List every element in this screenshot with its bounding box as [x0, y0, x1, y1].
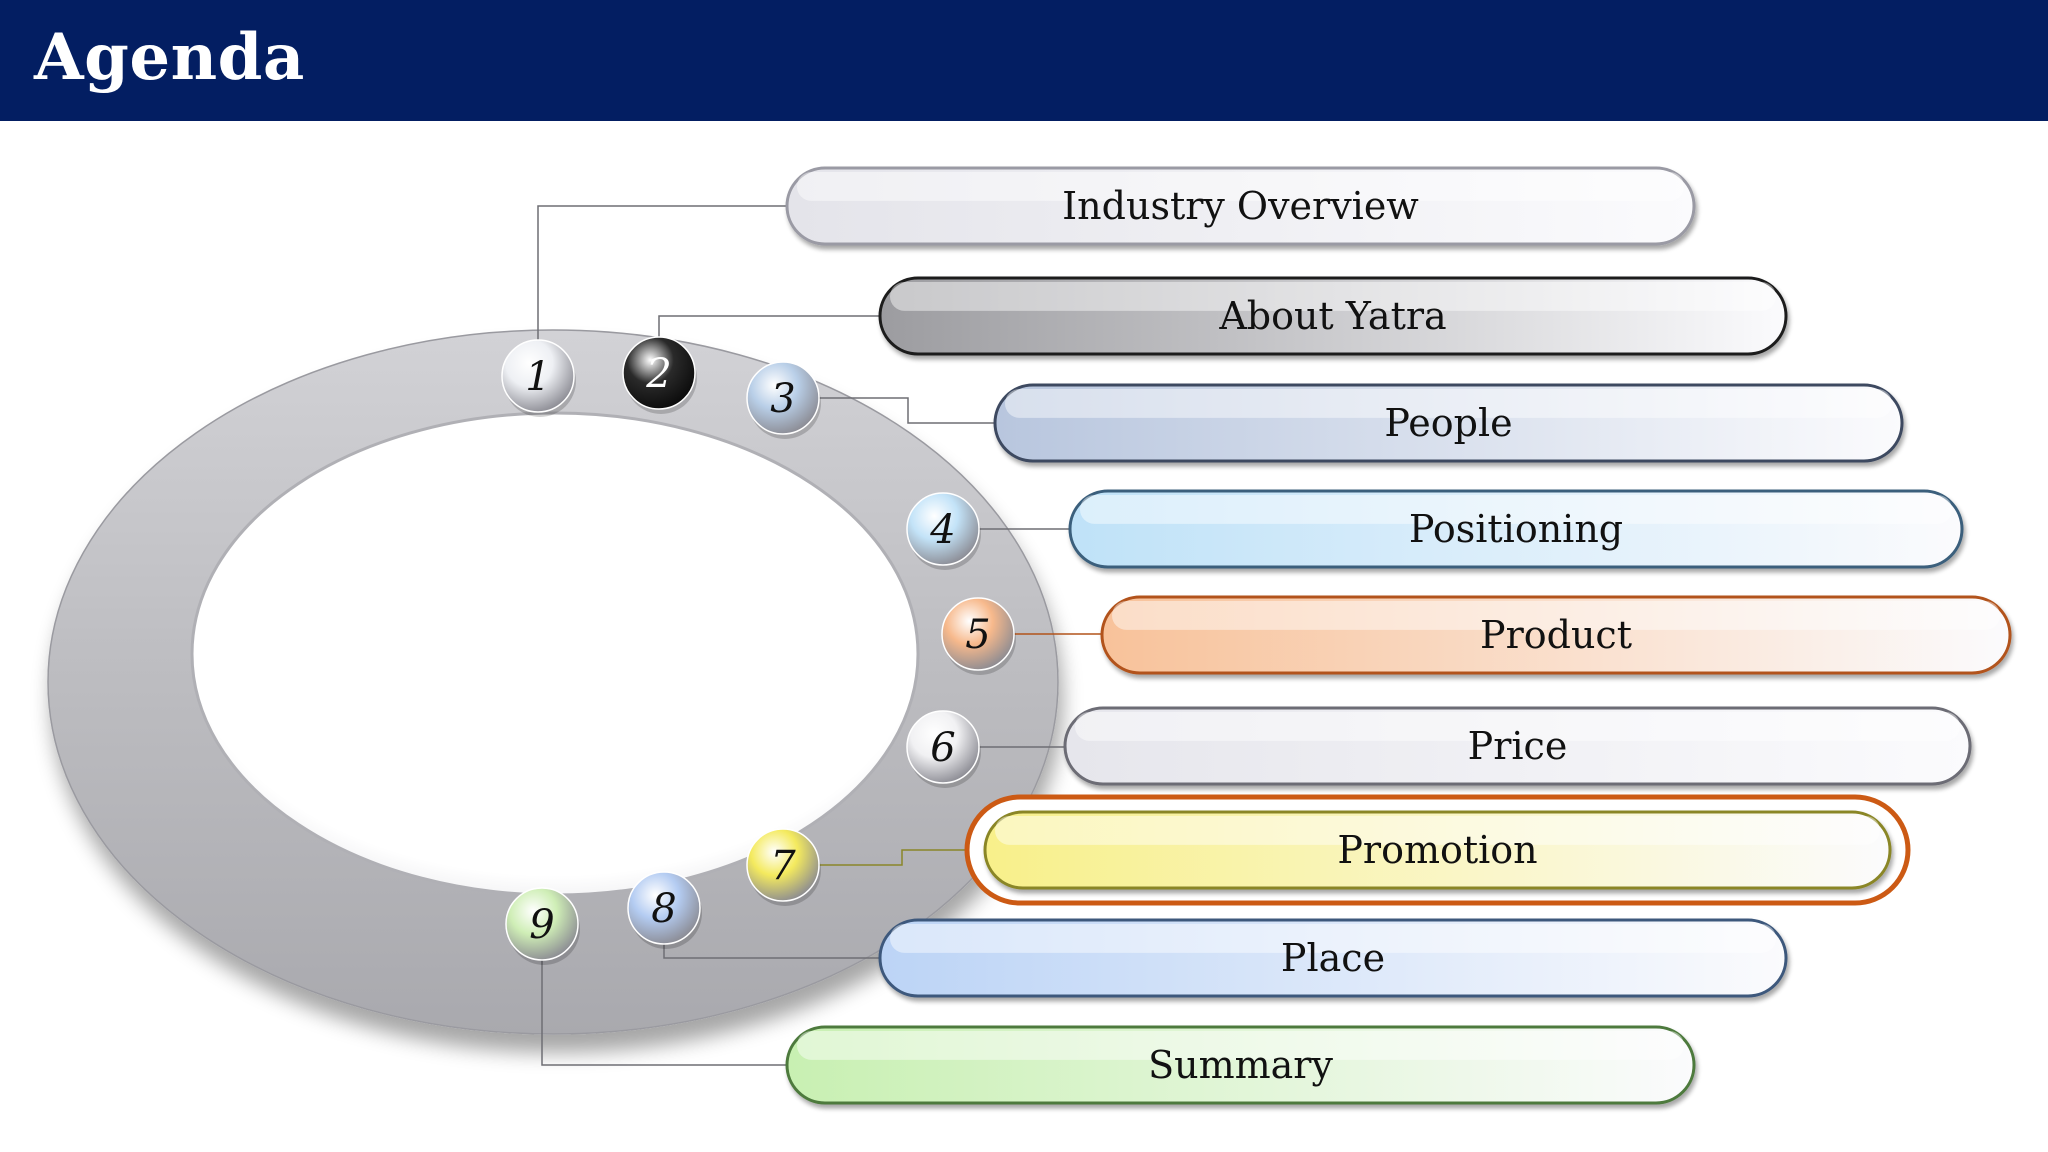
number-ball-4[interactable]: 4 — [906, 492, 981, 570]
agenda-item-label: Place — [1281, 936, 1385, 980]
number-ball-9[interactable]: 9 — [505, 887, 580, 965]
number-balls: 1 2 3 4 5 6 7 8 9 — [501, 336, 1016, 965]
agenda-pill — [993, 383, 1904, 463]
agenda-item-1[interactable]: Industry Overview — [785, 166, 1696, 246]
agenda-item-label: Promotion — [1337, 828, 1537, 872]
pill-gloss — [1112, 601, 2000, 630]
agenda-item-7[interactable]: Promotion — [964, 794, 1911, 906]
agenda-item-label: Positioning — [1409, 507, 1623, 551]
slide-header: Agenda — [0, 0, 2048, 121]
connector-line-9 — [541, 948, 787, 1066]
ball-number: 1 — [525, 354, 550, 400]
agenda-item-label: People — [1384, 401, 1512, 445]
agenda-pill — [1100, 595, 2012, 675]
ball-number: 6 — [930, 725, 955, 771]
agenda-item-9[interactable]: Summary — [785, 1025, 1696, 1105]
connector-line-3 — [807, 397, 995, 424]
agenda-item-label: Summary — [1148, 1043, 1333, 1087]
agenda-item-label: About Yatra — [1218, 294, 1446, 338]
ball-number: 5 — [965, 612, 990, 658]
agenda-pill — [878, 276, 1788, 356]
pill-gloss — [890, 282, 1776, 311]
number-ball-8[interactable]: 8 — [627, 871, 702, 949]
ball-sphere — [622, 336, 696, 410]
pill-gloss — [1005, 389, 1892, 418]
ball-sphere — [501, 339, 575, 413]
agenda-item-3[interactable]: People — [993, 383, 1904, 463]
number-ball-1[interactable]: 1 — [501, 339, 576, 417]
ball-number: 8 — [651, 886, 676, 932]
pill-gloss — [797, 172, 1684, 201]
agenda-item-5[interactable]: Product — [1100, 595, 2012, 675]
agenda-item-6[interactable]: Price — [1063, 706, 1972, 786]
agenda-item-label: Price — [1468, 724, 1568, 768]
agenda-pill — [983, 810, 1892, 890]
ball-sphere — [906, 710, 980, 784]
connector-line-7 — [807, 849, 985, 866]
ball-number: 9 — [529, 902, 554, 948]
number-ball-2[interactable]: 2 — [622, 336, 697, 414]
ball-sphere — [627, 871, 701, 945]
ball-sphere — [746, 361, 820, 435]
number-ball-7[interactable]: 7 — [746, 828, 821, 906]
agenda-pill — [785, 166, 1696, 246]
ball-number: 3 — [770, 376, 795, 422]
agenda-item-label: Industry Overview — [1062, 184, 1419, 228]
agenda-pill — [878, 918, 1788, 998]
agenda-item-2[interactable]: About Yatra — [878, 276, 1788, 356]
pill-gloss — [797, 1031, 1684, 1060]
number-ball-3[interactable]: 3 — [746, 361, 821, 439]
ball-sphere — [906, 492, 980, 566]
number-ball-5[interactable]: 5 — [941, 597, 1016, 675]
agenda-pill — [1068, 489, 1964, 569]
connector-line-1 — [537, 205, 787, 350]
pill-gloss — [890, 924, 1776, 953]
pill-gloss — [1080, 495, 1952, 524]
slide-title: Agenda — [34, 20, 305, 95]
agenda-pill — [1063, 706, 1972, 786]
number-ball-6[interactable]: 6 — [906, 710, 981, 788]
ball-sphere — [941, 597, 1015, 671]
agenda-item-label: Product — [1480, 613, 1632, 657]
pill-gloss — [1075, 712, 1960, 741]
agenda-item-8[interactable]: Place — [878, 918, 1788, 998]
ball-number: 4 — [929, 507, 955, 553]
pill-gloss — [995, 816, 1880, 845]
ball-sphere — [505, 887, 579, 961]
ball-number: 7 — [770, 843, 796, 889]
ball-sphere — [746, 828, 820, 902]
agenda-item-4[interactable]: Positioning — [1068, 489, 1964, 569]
agenda-pill — [785, 1025, 1696, 1105]
ball-number: 2 — [645, 351, 671, 397]
